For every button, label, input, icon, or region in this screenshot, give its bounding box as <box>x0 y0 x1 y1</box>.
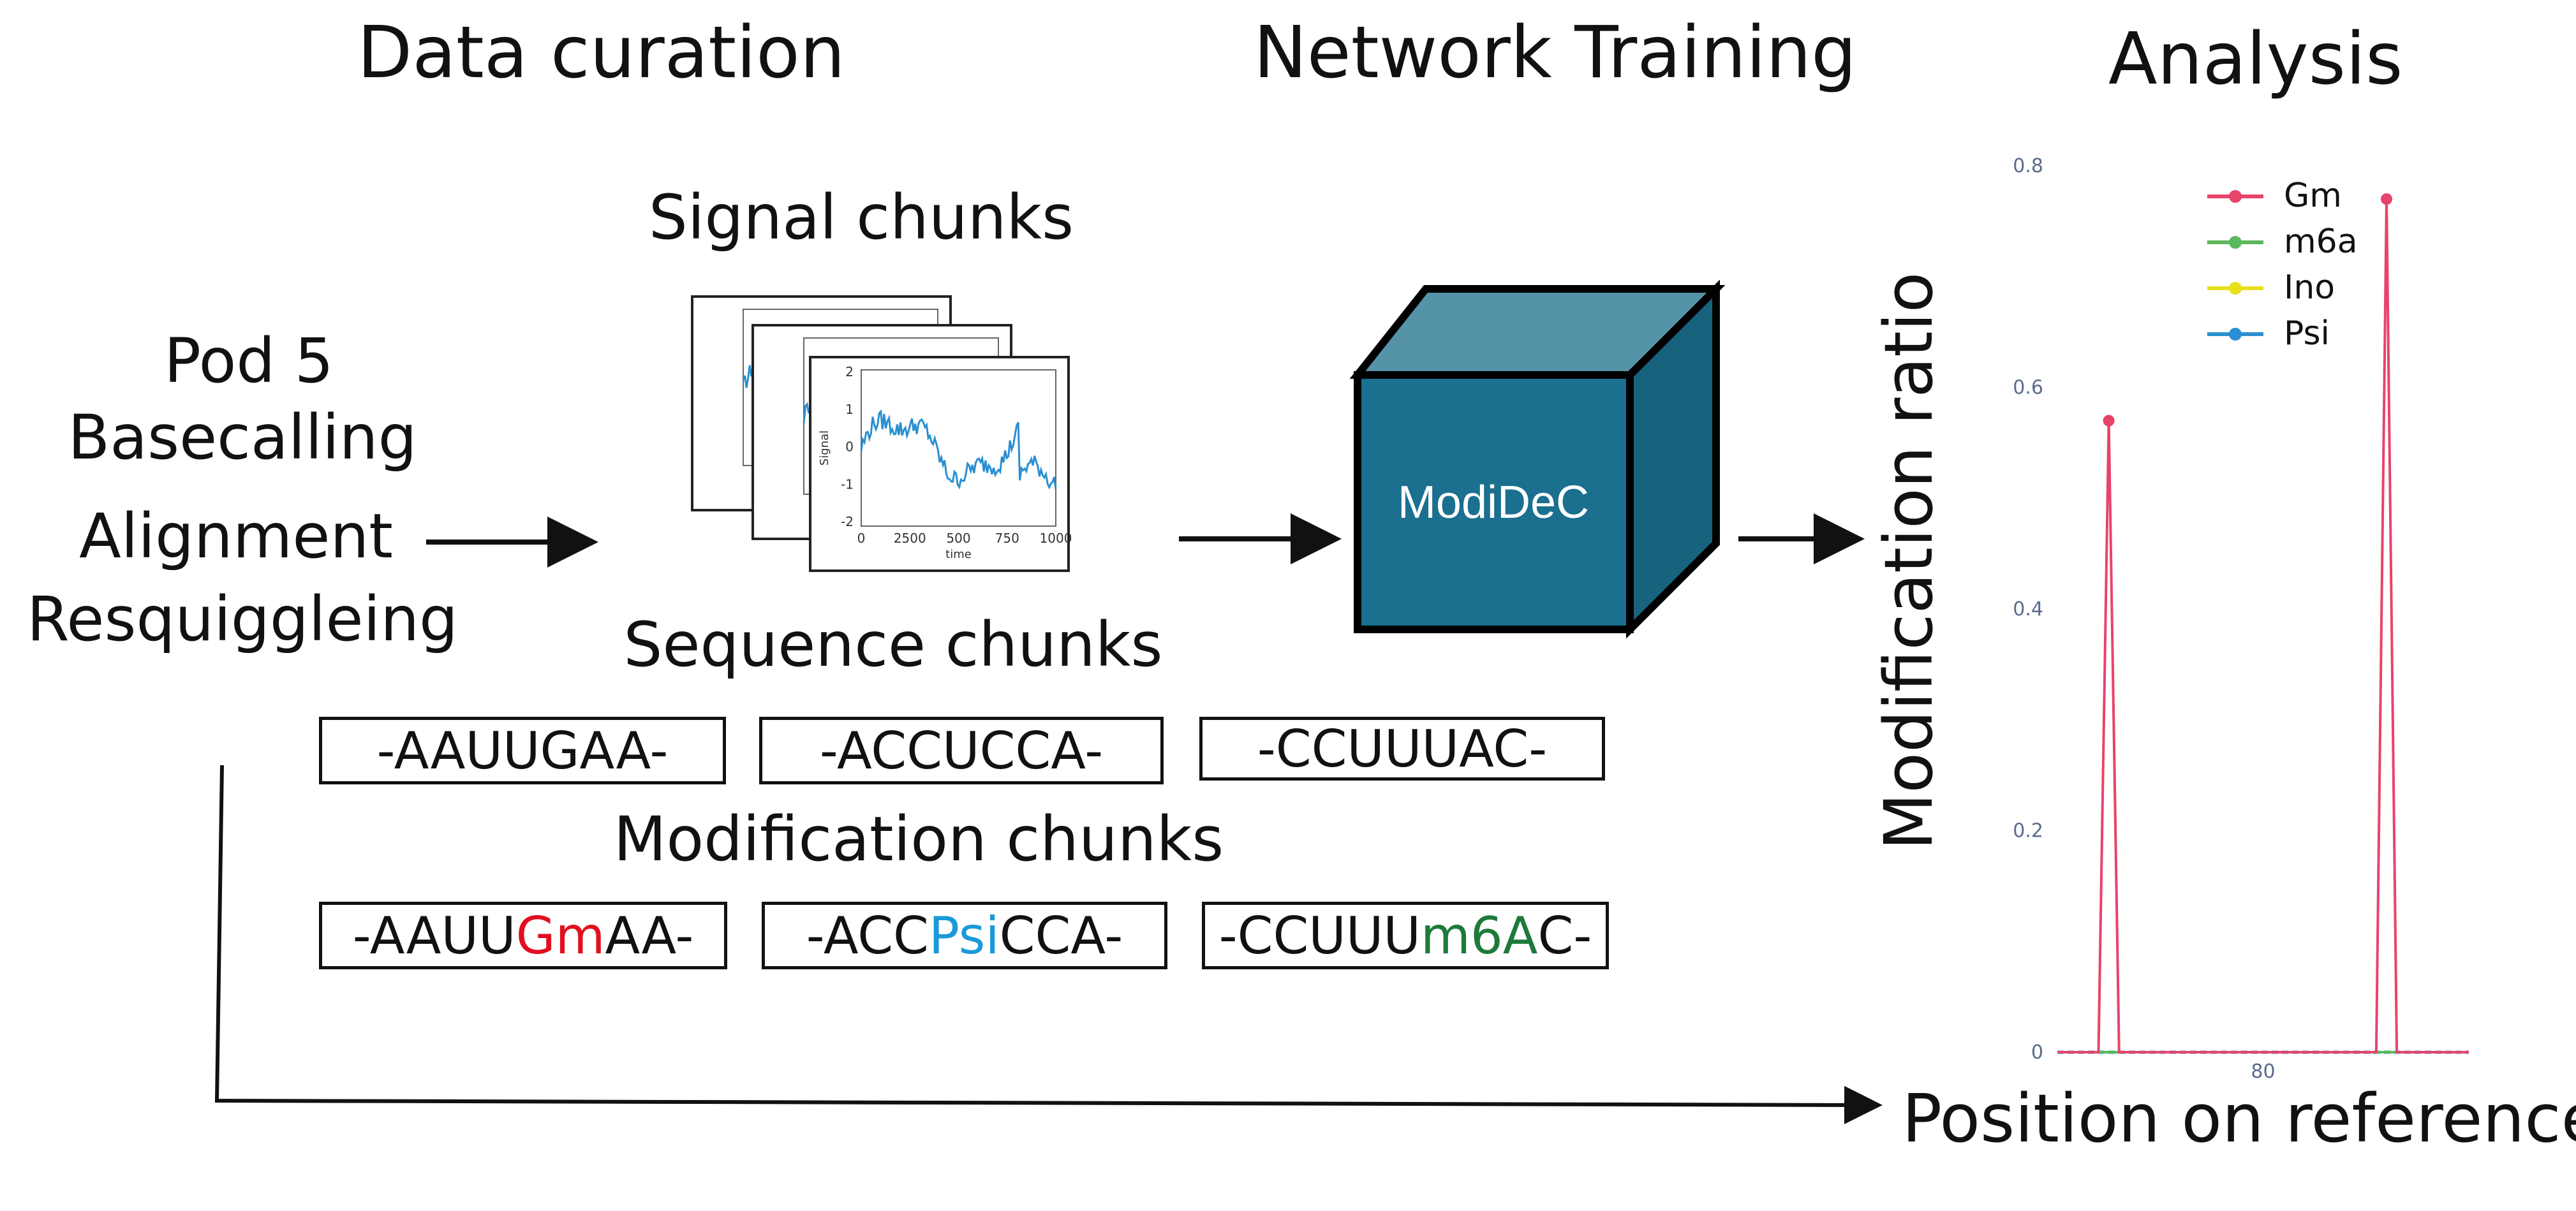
signal-x-tick: 2500 <box>894 531 926 546</box>
chart-y-tick-label: 0.6 <box>2013 377 2043 399</box>
signal-x-tick: 750 <box>995 531 1019 546</box>
model-cube: ModiDeC <box>1349 279 1726 639</box>
sequence-chunk-1: -AAUUGAA- <box>319 717 726 784</box>
signal-y-tick: 1 <box>845 402 854 417</box>
legend-label-ino: Ino <box>2284 268 2335 307</box>
signal-x-label: time <box>945 548 972 561</box>
modification-chunk-prefix: -ACC <box>806 906 929 965</box>
modification-chunk-suffix: AA- <box>605 906 694 965</box>
chart-y-tick-label: 0.4 <box>2013 598 2043 620</box>
legend-label-psi: Psi <box>2284 314 2330 353</box>
legend-marker-gm <box>2229 190 2242 203</box>
signal-y-label: Signal <box>818 430 831 466</box>
signal-chunk-frame <box>809 356 1070 572</box>
modification-chunks-label: Modification chunks <box>613 804 1224 875</box>
chart-y-tick-label: 0.2 <box>2013 820 2043 842</box>
sequence-chunks-label: Sequence chunks <box>623 609 1163 680</box>
data-point-gm <box>2381 193 2392 205</box>
section-title-data-curation: Data curation <box>357 11 845 94</box>
signal-x-tick: 500 <box>946 531 970 546</box>
model-name: ModiDeC <box>1398 477 1589 528</box>
chart-y-tick-label: 0.8 <box>2013 155 2043 177</box>
signal-y-tick: -1 <box>841 476 854 492</box>
modification-chart: Modification ratio Position on reference… <box>1870 155 2576 1157</box>
legend-marker-psi <box>2229 328 2242 341</box>
modification-mark-psi: Psi <box>928 906 1000 965</box>
arrow-to-position-reference <box>214 765 1883 1124</box>
legend-marker-ino <box>2229 282 2242 295</box>
chart-y-tick-label: 0 <box>2031 1041 2043 1064</box>
signal-y-tick: 0 <box>845 439 854 455</box>
sequence-chunk-2: -ACCUCCA- <box>759 717 1164 784</box>
chart-ylabel: Modification ratio <box>1870 272 1948 851</box>
chart-xlabel: Position on reference <box>1902 1080 2576 1157</box>
chart-plot-area: 0 0.2 0.4 0.6 0.8 80 <box>2013 155 2469 1083</box>
cube-front-face <box>1354 371 1634 633</box>
signal-x-tick: 0 <box>857 531 866 546</box>
legend-marker-m6a <box>2229 236 2242 249</box>
sequence-chunk-3: -CCUUUAC- <box>1199 717 1605 781</box>
step-alignment: Alignment <box>79 501 393 572</box>
signal-x-tick: 1000 <box>1040 531 1072 546</box>
section-title-analysis: Analysis <box>2108 18 2403 101</box>
series-line-gm <box>2057 199 2469 1053</box>
step-basecalling: Basecalling <box>68 402 417 473</box>
legend-label-gm: Gm <box>2284 177 2342 215</box>
modification-chunk-prefix: -AAUU <box>352 906 516 965</box>
modification-mark-m6a: m6A <box>1420 906 1538 965</box>
signal-chunks-label: Signal chunks <box>648 182 1074 253</box>
data-point-gm <box>2103 415 2115 427</box>
modification-chunk-suffix: C- <box>1537 906 1592 965</box>
signal-y-tick: 2 <box>845 364 854 379</box>
legend-label-m6a: m6a <box>2284 223 2358 261</box>
chart-x-tick-label: 80 <box>2251 1061 2275 1083</box>
section-title-network-training: Network Training <box>1254 11 1857 94</box>
modification-chunk-suffix: CCA- <box>999 906 1123 965</box>
signal-trace <box>860 409 1057 490</box>
modification-mark-gm: Gm <box>515 906 605 965</box>
step-pod5: Pod 5 <box>164 325 334 397</box>
step-resquiggleing: Resquiggleing <box>27 583 458 655</box>
modification-chunk-prefix: -CCUUU <box>1218 906 1421 965</box>
signal-y-tick: -2 <box>841 514 854 529</box>
